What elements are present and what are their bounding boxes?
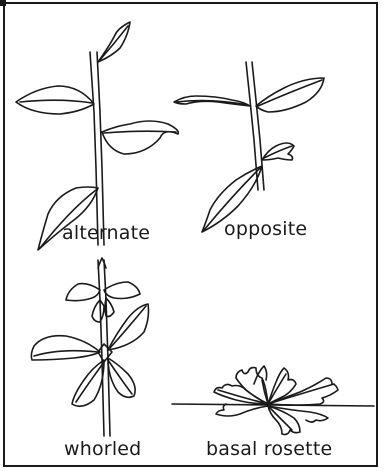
opposite-leaf-upper-right — [256, 78, 324, 112]
alternate-plant — [16, 22, 178, 250]
label-whorled: whorled — [64, 440, 141, 459]
basal-rosette-plant — [172, 366, 374, 435]
label-alternate: alternate — [62, 224, 150, 243]
alternate-leaf-right — [102, 121, 178, 154]
whorled-plant — [31, 258, 148, 436]
label-basal-rosette: basal rosette — [206, 440, 332, 459]
whorled-bud — [98, 258, 106, 268]
label-opposite: opposite — [224, 220, 307, 239]
opposite-plant — [174, 62, 324, 232]
opposite-leaf-upper-left — [174, 96, 250, 106]
opposite-leaf-lower-right — [262, 143, 294, 160]
opposite-stem — [246, 62, 264, 190]
alternate-stem — [90, 52, 104, 245]
alternate-leaf-top — [98, 22, 130, 62]
alternate-leaf-left — [16, 86, 94, 114]
rosette-leaves — [214, 366, 338, 435]
whorled-lower-leaves — [31, 304, 148, 406]
